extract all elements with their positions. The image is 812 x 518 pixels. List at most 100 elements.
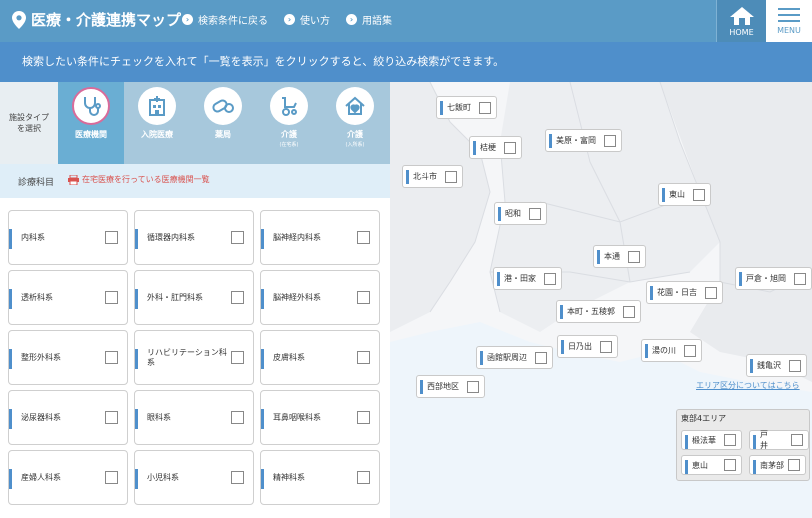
map-area-esan[interactable]: 恵山 [681,455,742,475]
area-checkbox[interactable] [504,141,516,154]
department-header: 診療科目 在宅医療を行っている医療機関一覧 [0,164,390,198]
department-cell[interactable]: 整形外科系 [8,330,128,385]
department-checkbox[interactable] [231,291,244,304]
department-checkbox[interactable] [231,411,244,424]
department-title: 診療科目 [18,178,55,188]
department-checkbox[interactable] [357,411,370,424]
department-checkbox[interactable] [105,351,118,364]
area-checkbox[interactable] [479,101,491,114]
map-area-honcho-goryokaku[interactable]: 本町・五稜郭 [556,300,641,323]
map-area-yunokawa[interactable]: 湯の川 [641,339,702,362]
area-checkbox[interactable] [693,188,705,201]
hospital-icon [138,87,176,125]
area-checkbox[interactable] [788,459,800,471]
wheelchair-icon [270,87,308,125]
chevron-right-icon: › [284,14,295,25]
department-cell[interactable]: 精神科系 [260,450,380,505]
header-nav: ›検索条件に戻る ›使い方 ›用語集 [182,12,392,27]
printer-icon [68,174,79,185]
department-cell[interactable]: リハビリテーション科系 [134,330,254,385]
map-area-minamikayabe[interactable]: 南茅部 [749,455,806,475]
facility-type-residential-care[interactable]: 介護 (入所系) [322,82,388,164]
area-division-link[interactable]: エリア区分についてはこちら [696,381,800,390]
map-area-hakodate-station[interactable]: 函館駅周辺 [476,346,553,369]
area-checkbox[interactable] [705,286,717,299]
department-cell[interactable]: 耳鼻咽喉科系 [260,390,380,445]
map-area-minato-tabie[interactable]: 港・田家 [493,267,562,290]
department-cell[interactable]: 皮膚科系 [260,330,380,385]
how-to-use-link[interactable]: ›使い方 [284,12,330,27]
map-area-hinode[interactable]: 日乃出 [557,335,618,358]
department-checkbox[interactable] [105,231,118,244]
area-checkbox[interactable] [467,380,479,393]
map-area-hanazono-hiyoshi[interactable]: 花園・日吉 [646,281,723,304]
app-header: 医療・介護連携マップ ›検索条件に戻る ›使い方 ›用語集 HOME MENU [0,0,812,42]
map-area-tokura-asahioka[interactable]: 戸倉・旭岡 [735,267,812,290]
department-checkbox[interactable] [357,351,370,364]
department-checkbox[interactable] [357,231,370,244]
department-cell[interactable]: 透析科系 [8,270,128,325]
area-checkbox[interactable] [724,434,736,446]
east-areas-panel: 東部4エリア 椴法華 戸井 恵山 南茅部 [676,409,810,481]
stethoscope-icon [72,87,110,125]
department-checkbox[interactable] [105,471,118,484]
map-area-toi[interactable]: 戸井 [749,430,809,450]
department-checkbox[interactable] [231,351,244,364]
east-areas-title: 東部4エリア [681,414,727,423]
homecare-list-link[interactable]: 在宅医療を行っている医療機関一覧 [68,174,210,185]
department-cell[interactable]: 外科・肛門科系 [134,270,254,325]
map-area-higashiyama[interactable]: 東山 [658,183,711,206]
area-checkbox[interactable] [794,272,806,285]
facility-type-pharmacy[interactable]: 薬局 [190,82,256,164]
area-checkbox[interactable] [623,305,635,318]
area-checkbox[interactable] [600,340,612,353]
department-cell[interactable]: 脳神経内科系 [260,210,380,265]
map-area-hondori[interactable]: 本通 [593,245,646,268]
department-cell[interactable]: 内科系 [8,210,128,265]
map-area-seibu[interactable]: 西部地区 [416,375,485,398]
map-area-hokuto[interactable]: 北斗市 [402,165,463,188]
department-checkbox[interactable] [231,231,244,244]
area-map: 七飯町 桔梗 美原・富岡 北斗市 東山 昭和 本通 港・田家 戸倉・旭岡 花園・… [390,82,812,518]
area-checkbox[interactable] [789,359,801,372]
menu-label: MENU [777,26,801,35]
glossary-link[interactable]: ›用語集 [346,12,392,27]
home-button[interactable]: HOME [716,0,766,42]
department-checkbox[interactable] [105,411,118,424]
map-area-kikyo[interactable]: 桔梗 [469,136,522,159]
area-checkbox[interactable] [791,434,803,446]
department-cell[interactable]: 泌尿器科系 [8,390,128,445]
search-panel: 施設タイプ を選択 医療機関 入院医療 [0,82,390,518]
instruction-banner: 検索したい条件にチェックを入れて「一覧を表示」をクリックすると、絞り込み検索がで… [0,42,812,82]
department-checkbox[interactable] [357,471,370,484]
department-checkbox[interactable] [105,291,118,304]
department-cell[interactable]: 眼科系 [134,390,254,445]
back-to-search-link[interactable]: ›検索条件に戻る [182,12,268,27]
house-heart-icon [336,87,374,125]
department-cell[interactable]: 産婦人科系 [8,450,128,505]
menu-button[interactable]: MENU [766,0,812,42]
department-cell[interactable]: 脳神経外科系 [260,270,380,325]
facility-type-home-care[interactable]: 介護 (在宅系) [256,82,322,164]
area-checkbox[interactable] [544,272,556,285]
facility-type-medical[interactable]: 医療機関 [58,82,124,164]
area-checkbox[interactable] [445,170,457,183]
area-checkbox[interactable] [529,207,541,220]
map-area-nanae[interactable]: 七飯町 [436,96,497,119]
department-cell[interactable]: 循環器内科系 [134,210,254,265]
map-area-zenikamesawa[interactable]: 銭亀沢 [746,354,807,377]
area-checkbox[interactable] [604,134,616,147]
department-checkbox[interactable] [357,291,370,304]
map-area-showa[interactable]: 昭和 [494,202,547,225]
area-checkbox[interactable] [628,250,640,263]
area-checkbox[interactable] [684,344,696,357]
area-checkbox[interactable] [724,459,736,471]
facility-type-inpatient[interactable]: 入院医療 [124,82,190,164]
app-brand[interactable]: 医療・介護連携マップ [12,9,181,30]
map-area-mihara-tomioka[interactable]: 美原・富岡 [545,129,622,152]
hamburger-icon [778,8,800,22]
department-cell[interactable]: 小児科系 [134,450,254,505]
map-area-todohokke[interactable]: 椴法華 [681,430,742,450]
area-checkbox[interactable] [535,351,547,364]
department-checkbox[interactable] [231,471,244,484]
